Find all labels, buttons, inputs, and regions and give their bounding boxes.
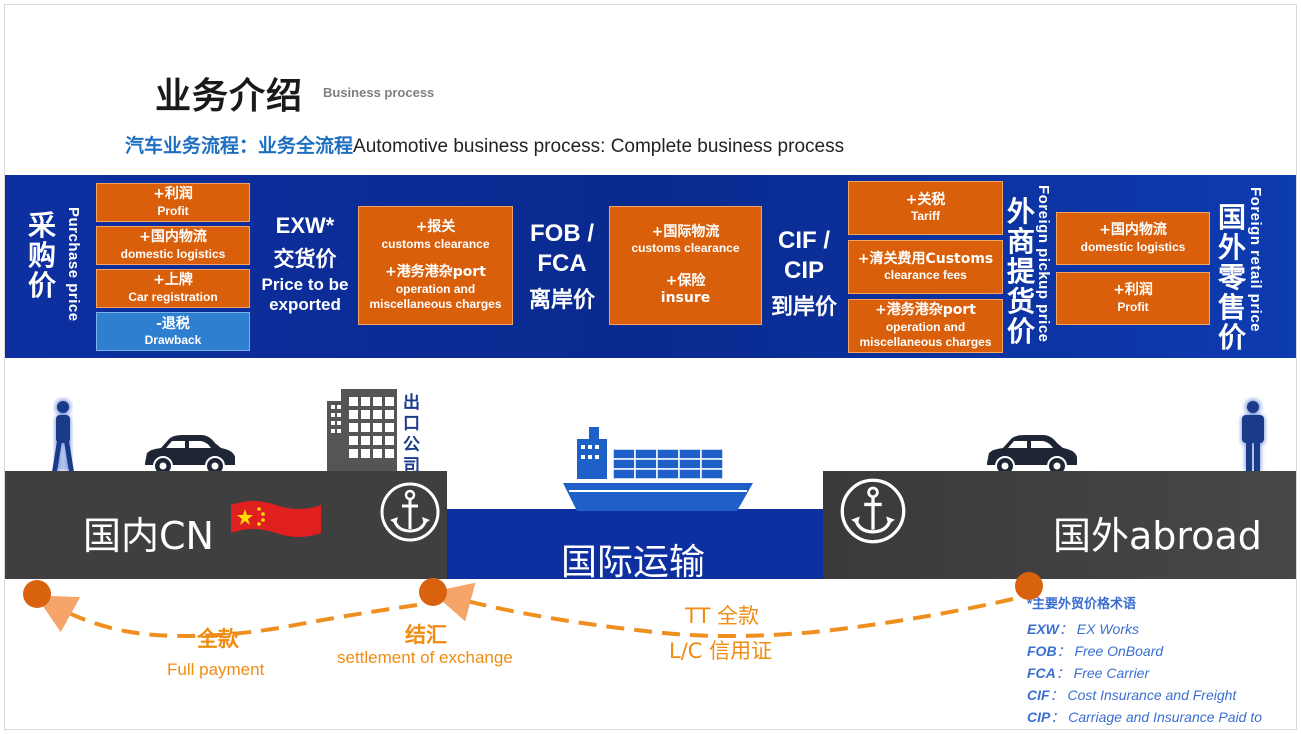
- fob-label: FOB / FCA 离岸价: [528, 220, 595, 312]
- subtitle: 汽车业务流程：业务全流程Automotive business process:…: [125, 131, 844, 158]
- building-icon: [327, 389, 397, 477]
- export-company-label: 出口公司: [403, 393, 420, 476]
- terms-heading: *主要外贸价格术语: [1027, 596, 1137, 611]
- car-icon-abroad: [987, 435, 1077, 476]
- sea: [447, 509, 823, 579]
- term-cif: CIF： Cost Insurance and Freight: [1027, 687, 1237, 703]
- retail-price-cn: 国外零售价: [1217, 201, 1246, 354]
- purchase-price-en: Purchase price: [65, 207, 82, 322]
- pickup-price-en: Foreign pickup price: [1035, 185, 1052, 343]
- full-payment-cn: 全款: [197, 627, 239, 651]
- payment-node-abroad: [1015, 572, 1043, 600]
- cif-label: CIF / CIP 到岸价: [770, 227, 837, 319]
- china-flag-icon: [231, 501, 321, 537]
- payment-flow-arrows: [35, 582, 1014, 638]
- subtitle-cn: 汽车业务流程：业务全流程: [125, 135, 354, 157]
- domestic-label: 国内CN: [83, 514, 214, 558]
- lc-payment: L/C 信用证: [669, 639, 773, 663]
- term-cip: CIP： Carriage and Insurance Paid to: [1027, 709, 1263, 725]
- person-icon: [52, 399, 74, 472]
- international-shipping-label: 国际运输: [561, 542, 706, 583]
- pickup-price-cn: 外商提货价: [1006, 195, 1035, 348]
- tt-payment: TT 全款: [685, 604, 759, 628]
- retail-price-en: Foreign retail price: [1247, 187, 1264, 333]
- anchor-icon-domestic: [380, 482, 440, 542]
- trade-terms-legend: *主要外贸价格术语 EXW： EX Works FOB： Free OnBoar…: [1027, 593, 1292, 728]
- term-fca: FCA： Free Carrier: [1027, 665, 1150, 681]
- payment-node-port: [419, 578, 447, 606]
- person-icon-abroad: [1241, 399, 1265, 472]
- page-title: 业务介绍: [155, 76, 304, 117]
- term-fob: FOB： Free OnBoard: [1027, 643, 1164, 659]
- domestic-land: [5, 471, 447, 579]
- purchase-price-cn: 采购价: [27, 209, 56, 302]
- term-exw: EXW： EX Works: [1027, 621, 1140, 637]
- subtitle-en: Automotive business process: Complete bu…: [353, 136, 845, 157]
- exw-label: EXW* 交货价 Price to be exported: [261, 213, 349, 314]
- cargo-ship-icon: [563, 427, 753, 511]
- page-title-en: Business process: [323, 85, 435, 100]
- settlement-en: settlement of exchange: [337, 648, 513, 667]
- slide: 业务介绍 Business process 汽车业务流程：业务全流程Automo…: [4, 4, 1297, 730]
- settlement-cn: 结汇: [405, 623, 447, 647]
- full-payment-en: Full payment: [167, 660, 265, 679]
- payment-node-domestic: [23, 580, 51, 608]
- anchor-icon-foreign: [840, 478, 906, 544]
- abroad-label: 国外abroad: [1053, 514, 1262, 558]
- car-icon: [145, 435, 235, 476]
